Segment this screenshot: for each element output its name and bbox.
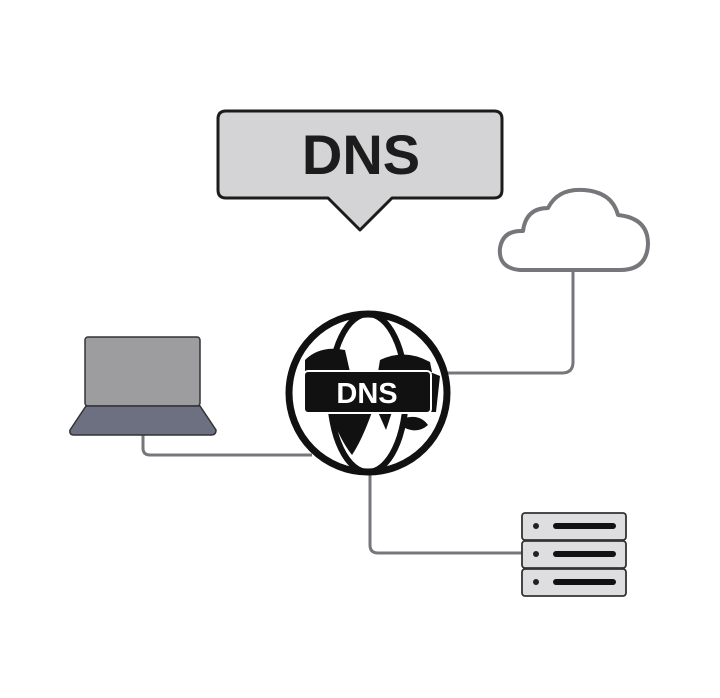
server-unit xyxy=(521,512,627,541)
server-unit xyxy=(521,568,627,597)
laptop-screen xyxy=(84,336,201,407)
cloud-icon xyxy=(497,187,650,272)
globe-label: DNS xyxy=(336,378,397,410)
laptop-base xyxy=(69,405,217,436)
globe-label-band xyxy=(303,370,432,414)
laptop-icon xyxy=(69,336,217,436)
callout-bubble xyxy=(216,109,504,232)
connector-laptop-globe xyxy=(141,435,312,457)
connector-globe-server xyxy=(368,474,522,555)
dns-globe-icon: DNS xyxy=(285,310,451,476)
server-unit xyxy=(521,540,627,569)
server-stack-icon xyxy=(521,512,627,597)
dns-callout: DNS xyxy=(216,109,504,232)
callout-label: DNS xyxy=(302,123,420,186)
connectors xyxy=(141,270,575,555)
connector-cloud-globe xyxy=(445,270,575,375)
